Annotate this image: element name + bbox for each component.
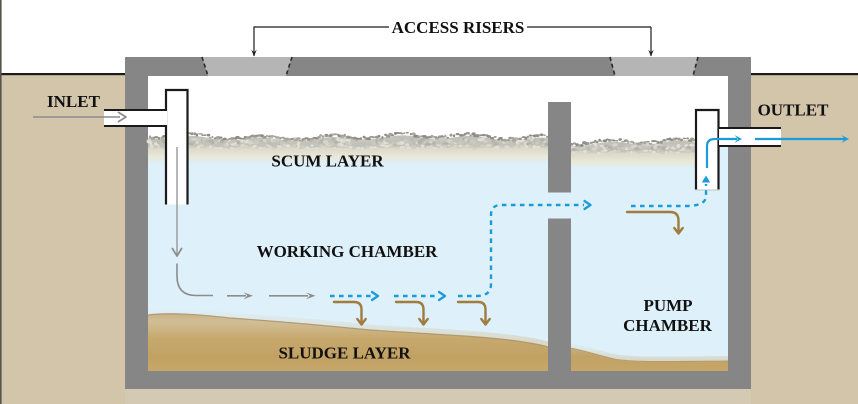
svg-text:WORKING CHAMBER: WORKING CHAMBER [257, 242, 439, 261]
svg-text:PUMP: PUMP [643, 296, 692, 315]
svg-text:CHAMBER: CHAMBER [623, 316, 713, 335]
svg-text:SLUDGE LAYER: SLUDGE LAYER [278, 344, 411, 363]
svg-text:SCUM LAYER: SCUM LAYER [271, 152, 384, 171]
svg-text:OUTLET: OUTLET [758, 101, 830, 120]
svg-text:ACCESS RISERS: ACCESS RISERS [392, 18, 525, 37]
svg-text:INLET: INLET [47, 92, 101, 111]
